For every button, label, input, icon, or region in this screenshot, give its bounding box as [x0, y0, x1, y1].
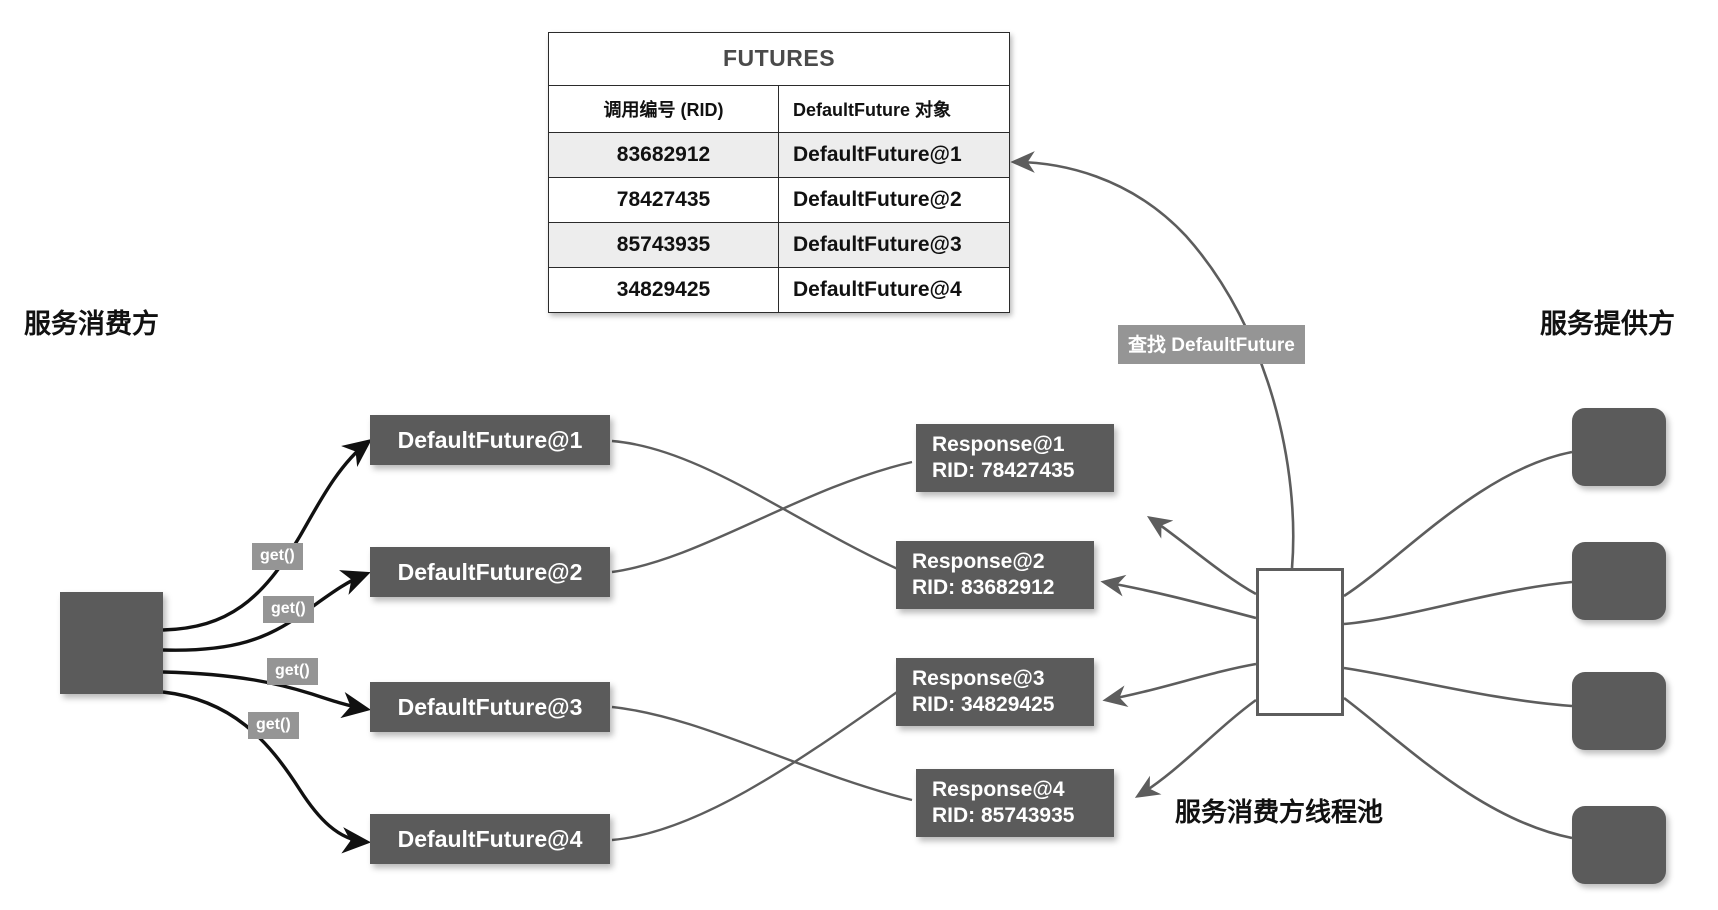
- response-name: Response@3: [912, 667, 1045, 691]
- response-rid: RID: 83682912: [912, 576, 1055, 599]
- get-call-label: get(): [263, 596, 314, 623]
- default-future-node: DefaultFuture@2: [370, 547, 610, 597]
- service-provider-node: [1572, 542, 1666, 620]
- response-node: Response@3 RID: 34829425: [896, 658, 1094, 726]
- response-node: Response@1 RID: 78427435: [916, 424, 1114, 492]
- thread-pool-caption: 服务消费方线程池: [1175, 797, 1384, 827]
- cell-rid: 83682912: [549, 133, 779, 177]
- response-rid: RID: 34829425: [912, 693, 1055, 716]
- futures-table-title: FUTURES: [549, 33, 1009, 86]
- service-provider-node: [1572, 672, 1666, 750]
- cell-future: DefaultFuture@4: [793, 278, 962, 301]
- default-future-node: DefaultFuture@4: [370, 814, 610, 864]
- response-name: Response@1: [932, 433, 1065, 457]
- cell-rid: 85743935: [549, 223, 779, 267]
- service-provider-node: [1572, 408, 1666, 486]
- response-name: Response@4: [932, 778, 1065, 802]
- cell-future: DefaultFuture@2: [793, 188, 962, 211]
- consumer-side-caption: 服务消费方: [24, 309, 159, 339]
- provider-to-pool-wires: [1343, 450, 1573, 840]
- consumer-thread-pool-node: [1256, 568, 1344, 716]
- table-row: 83682912 DefaultFuture@1: [549, 133, 1009, 178]
- cell-rid: 78427435: [549, 178, 779, 222]
- response-name: Response@2: [912, 550, 1045, 574]
- response-rid: RID: 78427435: [932, 459, 1075, 482]
- default-future-node: DefaultFuture@1: [370, 415, 610, 465]
- cell-future: DefaultFuture@3: [793, 233, 962, 256]
- response-rid: RID: 85743935: [932, 804, 1075, 827]
- get-call-label: get(): [252, 543, 303, 570]
- get-call-label: get(): [248, 712, 299, 739]
- table-row: 85743935 DefaultFuture@3: [549, 223, 1009, 268]
- future-response-links: [611, 439, 913, 842]
- pool-to-response-arrows: [1100, 515, 1257, 798]
- provider-side-caption: 服务提供方: [1540, 309, 1675, 339]
- lookup-default-future-label: 查找 DefaultFuture: [1118, 325, 1305, 364]
- table-row: 78427435 DefaultFuture@2: [549, 178, 1009, 223]
- get-call-wires: [162, 438, 373, 854]
- column-header-future-object: DefaultFuture 对象: [793, 100, 952, 120]
- service-provider-node: [1572, 806, 1666, 884]
- cell-future: DefaultFuture@1: [793, 143, 962, 166]
- default-future-node: DefaultFuture@3: [370, 682, 610, 732]
- lookup-arrow: [1010, 151, 1295, 569]
- column-header-rid: 调用编号 (RID): [549, 86, 779, 132]
- service-consumer-node: [60, 592, 163, 694]
- futures-table-header-row: 调用编号 (RID) DefaultFuture 对象: [549, 86, 1009, 133]
- response-node: Response@4 RID: 85743935: [916, 769, 1114, 837]
- get-call-label: get(): [267, 658, 318, 685]
- table-row: 34829425 DefaultFuture@4: [549, 268, 1009, 312]
- futures-table: FUTURES 调用编号 (RID) DefaultFuture 对象 8368…: [548, 32, 1010, 313]
- cell-rid: 34829425: [549, 268, 779, 312]
- response-node: Response@2 RID: 83682912: [896, 541, 1094, 609]
